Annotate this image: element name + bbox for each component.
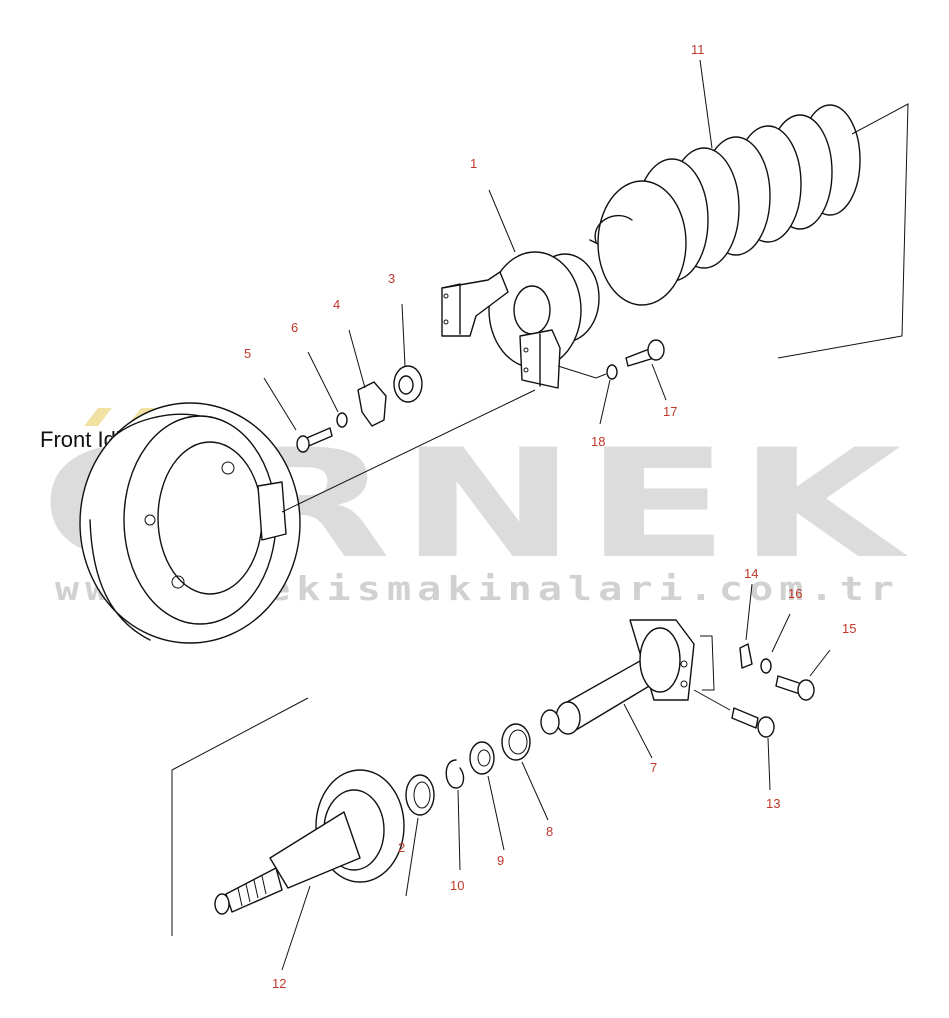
callout-4: 4 (333, 297, 340, 312)
grease-fitting-13 (693, 689, 775, 738)
leader-16 (771, 613, 791, 653)
leader-15 (809, 649, 831, 677)
bolt-5 (296, 427, 333, 453)
leader-7 (623, 703, 653, 759)
leader-12 (281, 885, 311, 971)
plate-4 (357, 381, 387, 427)
leader-10 (457, 789, 461, 871)
snap-ring-10 (445, 759, 465, 789)
front-idler-wheel (79, 389, 536, 644)
callout-2: 2 (398, 840, 405, 855)
callout-1: 1 (470, 156, 477, 171)
spring-outline (777, 103, 909, 359)
callout-6: 6 (291, 320, 298, 335)
leader-3 (401, 303, 406, 367)
idler-shaft-12 (171, 697, 405, 936)
nut-3 (393, 365, 423, 403)
leader-1 (488, 189, 516, 253)
callout-8: 8 (546, 824, 553, 839)
callout-5: 5 (244, 346, 251, 361)
seal-9 (469, 741, 495, 775)
leader-8 (521, 761, 549, 821)
leader-14 (745, 583, 753, 641)
callout-3: 3 (388, 271, 395, 286)
callout-11: 11 (691, 42, 705, 57)
washer-6 (336, 412, 348, 428)
shaft-7 (540, 619, 715, 735)
bolt-17 (625, 339, 665, 367)
leader-4 (348, 329, 366, 389)
center-line (281, 389, 536, 513)
lock-plate-14 (739, 643, 753, 669)
leader-5 (263, 377, 297, 431)
washer-18 (557, 364, 618, 380)
callout-17: 17 (663, 404, 677, 419)
leader-11 (699, 59, 713, 149)
callout-9: 9 (497, 853, 504, 868)
leader-13 (767, 737, 771, 791)
leader-lines (263, 59, 831, 971)
leader-6 (307, 351, 339, 413)
logo-mark-left (84, 408, 112, 426)
callout-18: 18 (591, 434, 605, 449)
callout-10: 10 (450, 878, 464, 893)
yoke-bracket (441, 251, 600, 389)
leader-9 (487, 775, 505, 851)
leader-17 (651, 363, 667, 401)
washer-16 (760, 658, 772, 674)
bushing-2 (405, 774, 435, 816)
collar-8 (501, 723, 531, 761)
leader-2 (405, 817, 419, 897)
callout-12: 12 (272, 976, 286, 991)
callout-14: 14 (744, 566, 758, 581)
callout-13: 13 (766, 796, 780, 811)
callouts: 1 2 3 4 5 6 7 8 9 10 11 12 13 14 15 16 1… (244, 42, 856, 991)
callout-15: 15 (842, 621, 856, 636)
recoil-spring (589, 103, 909, 359)
bolt-15 (775, 675, 815, 701)
callout-7: 7 (650, 760, 657, 775)
leader-18 (599, 379, 611, 425)
callout-16: 16 (788, 586, 802, 601)
